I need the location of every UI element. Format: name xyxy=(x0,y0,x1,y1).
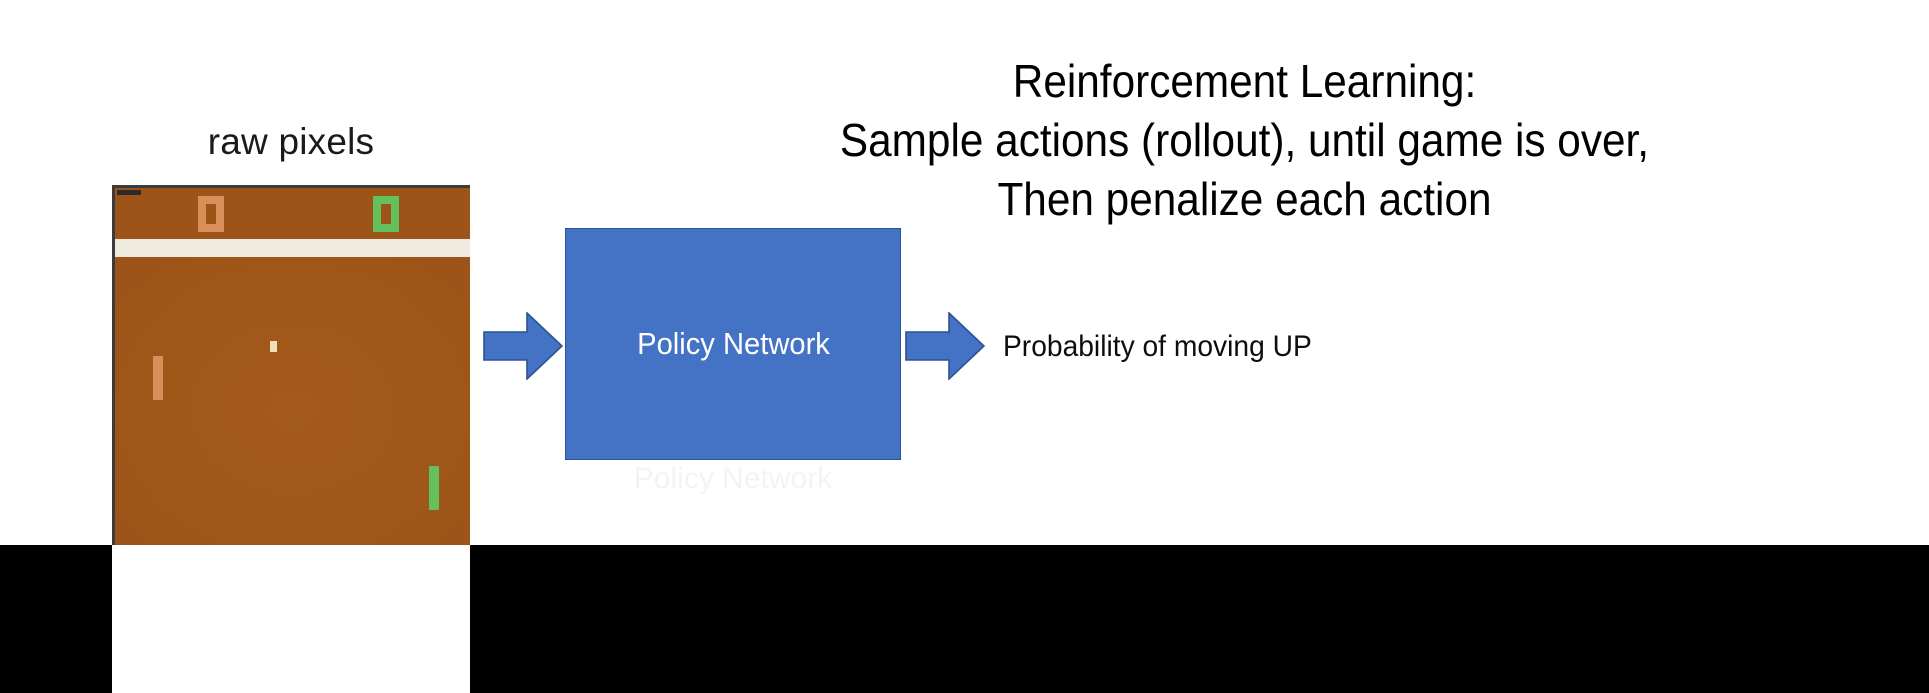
pong-game-frame xyxy=(112,185,470,545)
arrow-right-icon-output xyxy=(905,311,986,381)
pong-divider-line xyxy=(115,239,470,257)
arrow-right-icon-input xyxy=(483,311,564,381)
pong-ball xyxy=(270,341,277,352)
bottom-black-bar-right xyxy=(470,545,1929,693)
bottom-black-bar-left xyxy=(0,545,112,693)
pong-score-left-glyph xyxy=(198,196,224,232)
pong-corner-nub xyxy=(117,190,141,195)
headline-block: Reinforcement Learning: Sample actions (… xyxy=(560,52,1929,229)
headline-line-1: Reinforcement Learning: xyxy=(1012,55,1477,107)
policy-network-box[interactable]: Policy Network xyxy=(565,228,901,460)
policy-network-label: Policy Network xyxy=(636,326,830,361)
pong-score-left xyxy=(198,196,224,232)
raw-pixels-caption: raw pixels xyxy=(207,121,375,162)
pong-score-right-glyph xyxy=(373,196,399,232)
ghost-text: Policy Network xyxy=(565,462,901,496)
output-probability-label: Probability of moving UP xyxy=(1003,330,1312,363)
pong-paddle-opponent xyxy=(429,466,439,510)
pong-score-strip xyxy=(115,188,470,239)
pong-score-right xyxy=(373,196,399,232)
headline-line-2: Sample actions (rollout), until game is … xyxy=(839,114,1650,166)
headline-line-3: Then penalize each action xyxy=(997,173,1492,225)
pong-paddle-player xyxy=(153,356,163,400)
